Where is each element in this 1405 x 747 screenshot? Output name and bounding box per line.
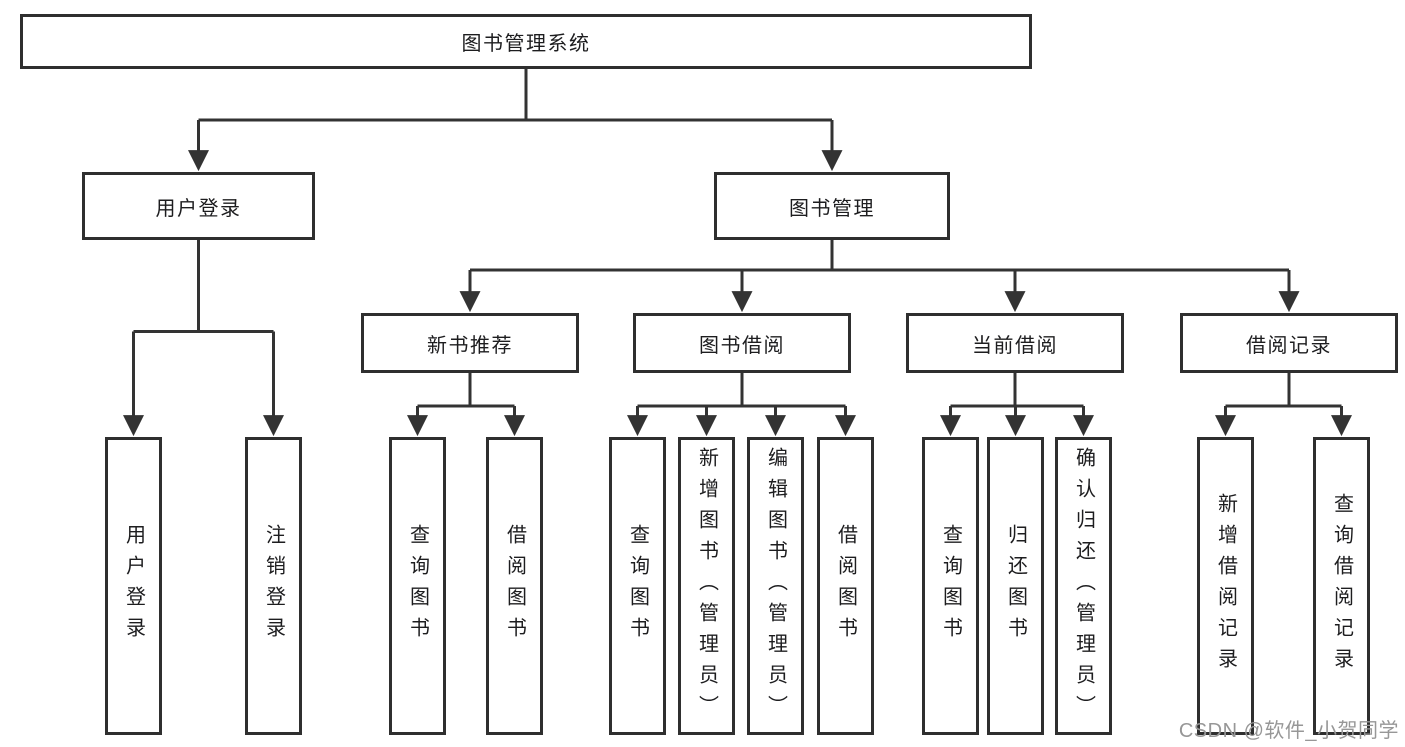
node-user-login: 用户登录 <box>82 172 315 240</box>
edge-root-to-level2 <box>188 69 843 172</box>
node-query-borrow-record: 查询借阅记录 <box>1313 437 1370 735</box>
node-borrow-books-recommend: 借阅图书 <box>486 437 543 735</box>
node-book-borrow: 图书借阅 <box>633 313 851 373</box>
edge-new-book-recommend-to-children <box>407 373 525 437</box>
node-query-books-borrow: 查询图书 <box>609 437 666 735</box>
node-book-management: 图书管理 <box>714 172 950 240</box>
node-return-books: 归还图书 <box>987 437 1044 735</box>
edge-current-borrow-to-children <box>940 373 1094 437</box>
node-logout-action: 注销登录 <box>245 437 302 735</box>
edge-book-management-to-level3 <box>459 240 1300 313</box>
node-library-system: 图书管理系统 <box>20 14 1032 69</box>
node-borrow-books-action: 借阅图书 <box>817 437 874 735</box>
node-login-action: 用户登录 <box>105 437 162 735</box>
node-new-book-recommend: 新书推荐 <box>361 313 579 373</box>
node-borrow-records: 借阅记录 <box>1180 313 1398 373</box>
node-add-borrow-record: 新增借阅记录 <box>1197 437 1254 735</box>
edge-user-login-to-children <box>123 240 284 437</box>
node-edit-book-admin: 编辑图书（管理员） <box>747 437 804 735</box>
node-current-borrow: 当前借阅 <box>906 313 1124 373</box>
node-add-book-admin: 新增图书（管理员） <box>678 437 735 735</box>
edge-borrow-records-to-children <box>1215 373 1352 437</box>
node-query-books-recommend: 查询图书 <box>389 437 446 735</box>
node-query-books-current: 查询图书 <box>922 437 979 735</box>
watermark: CSDN @软件_小贺同学 <box>1178 720 1399 742</box>
node-confirm-return-admin: 确认归还（管理员） <box>1055 437 1112 735</box>
edge-book-borrow-to-children <box>627 373 856 437</box>
